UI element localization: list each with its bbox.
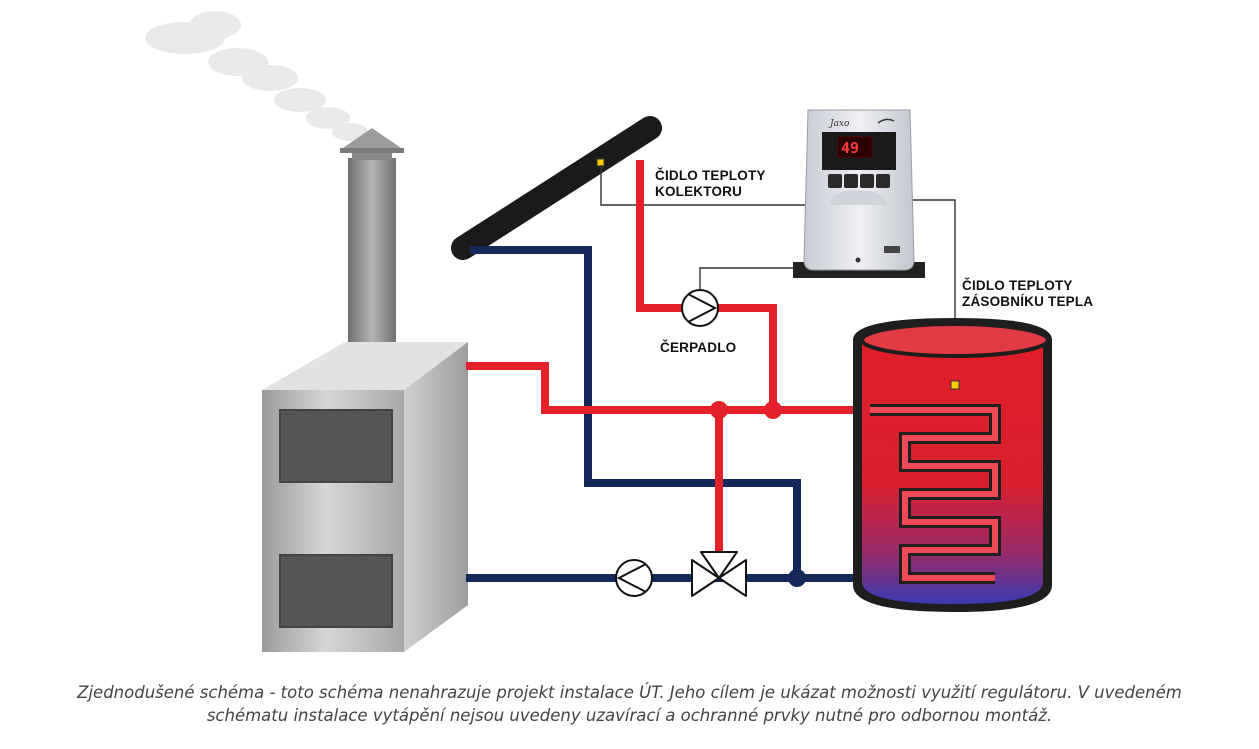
controller-buttons xyxy=(828,174,890,188)
caption-line2: schématu instalace vytápění nejsou uvede… xyxy=(206,706,1053,725)
label-tank-sensor-line2: ZÁSOBNÍKU TEPLA xyxy=(962,294,1093,309)
solar-controller: 49 Jaxo xyxy=(793,109,925,278)
smoke-clouds xyxy=(145,11,368,141)
caption-line1: Zjednodušené schéma - toto schéma nenahr… xyxy=(77,683,1182,702)
label-pump: ČERPADLO xyxy=(660,340,736,355)
solar-collector xyxy=(451,116,662,260)
pipe-junctions xyxy=(710,401,806,587)
controller-brand: Jaxo xyxy=(828,119,850,129)
three-way-valve xyxy=(691,551,747,597)
storage-tank xyxy=(853,318,1052,612)
controller-display-value: 49 xyxy=(841,139,859,157)
label-collector-sensor-line1: ČIDLO TEPLOTY xyxy=(655,168,766,183)
label-collector-sensor-line2: KOLEKTORU xyxy=(655,184,742,199)
chimney xyxy=(340,128,404,363)
diagram-labels: ČIDLO TEPLOTY KOLEKTORU ČIDLO TEPLOTY ZÁ… xyxy=(655,168,1093,355)
heating-schematic: 49 Jaxo ČIDLO TEPLOTY KOLEKTORU ČIDLO TE… xyxy=(145,11,1093,652)
label-tank-sensor-line1: ČIDLO TEPLOTY xyxy=(962,278,1073,293)
pump-solar xyxy=(681,289,719,327)
boiler xyxy=(262,342,468,652)
caption: Zjednodušené schéma - toto schéma nenahr… xyxy=(20,681,1239,727)
pump-heating xyxy=(615,559,653,597)
